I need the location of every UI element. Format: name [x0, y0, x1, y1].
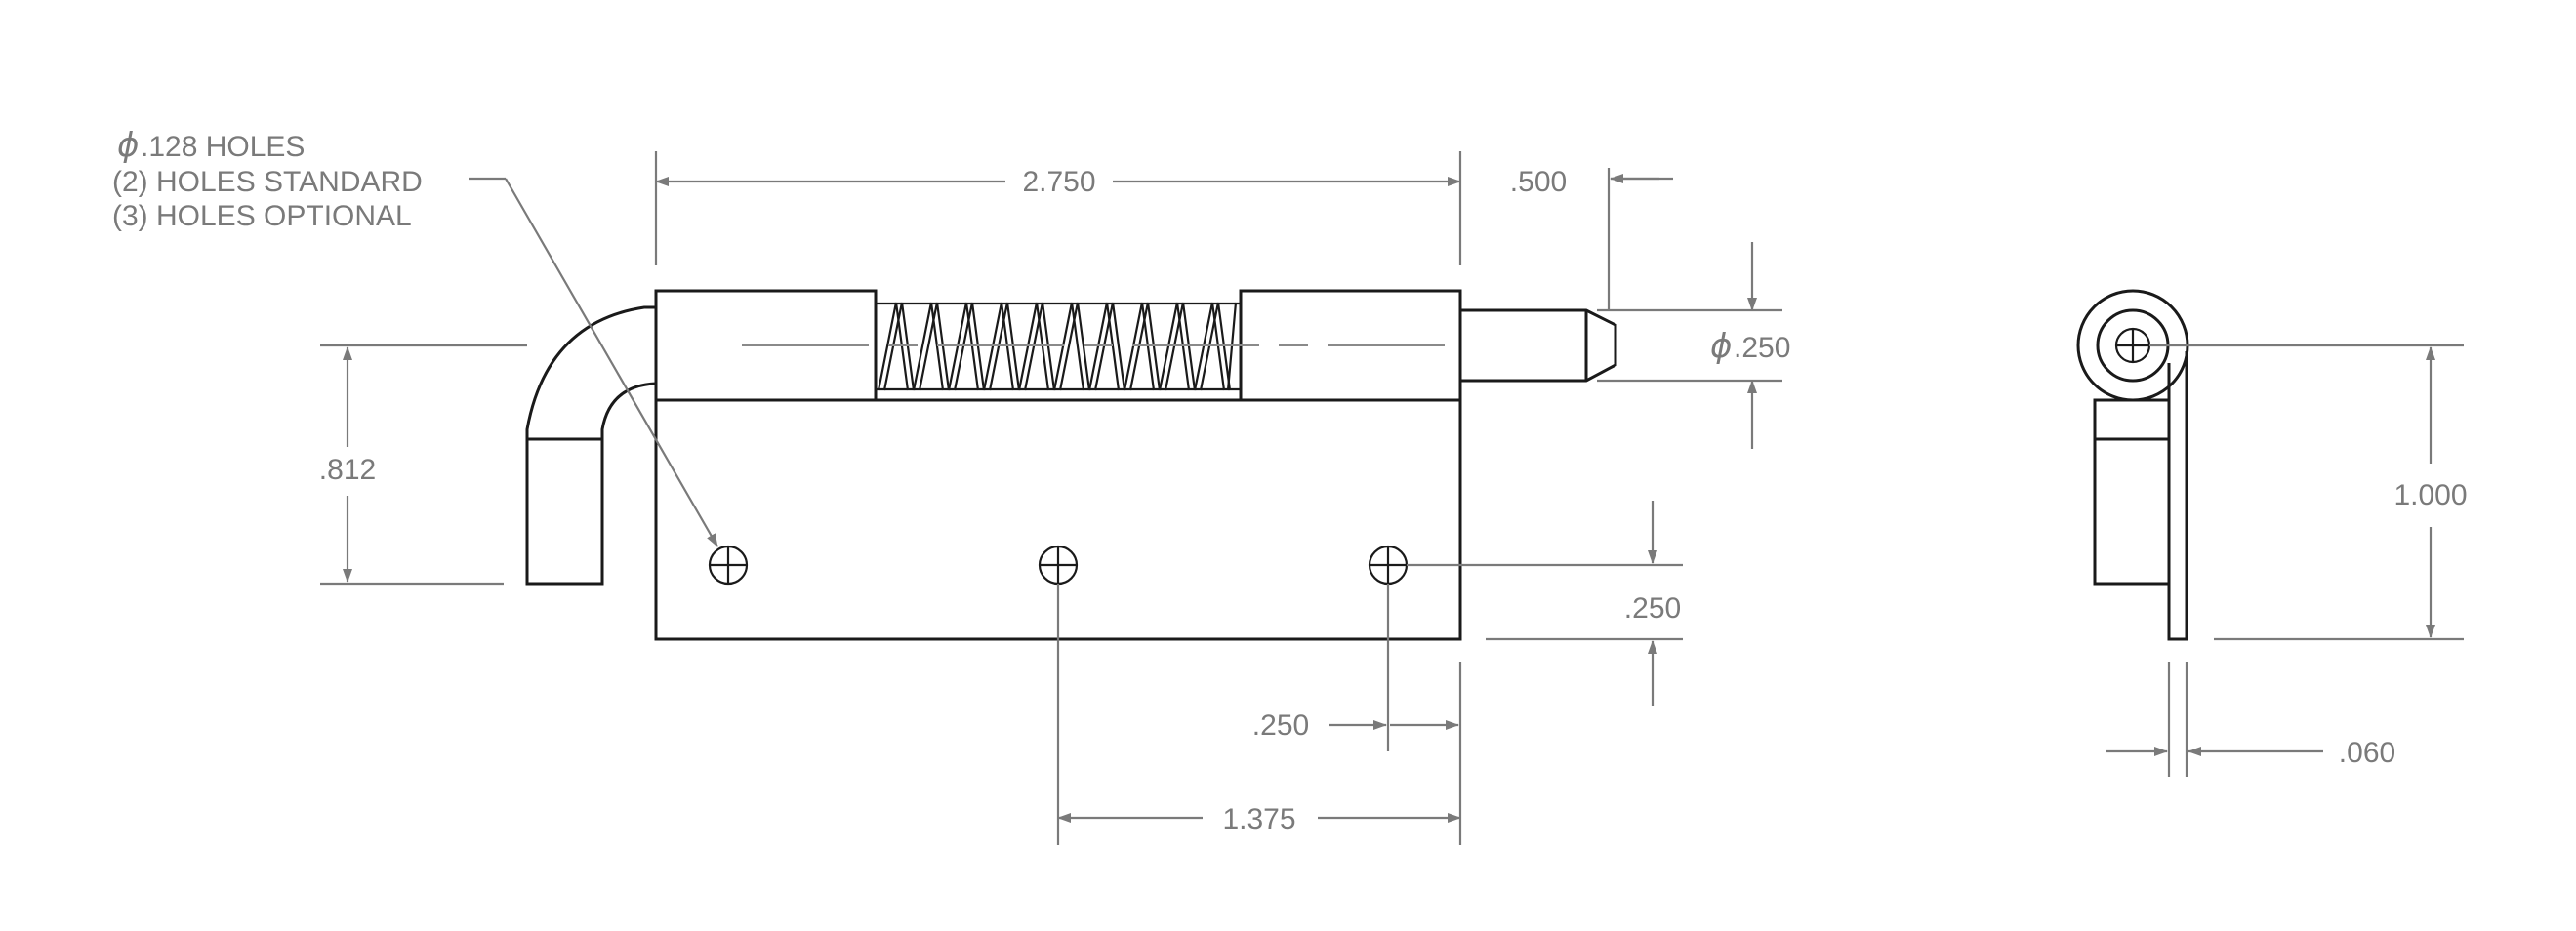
dim-pin-extension: .500 — [1510, 166, 1567, 198]
side-view — [2076, 289, 2189, 641]
mounting-hole-3 — [1368, 545, 1409, 586]
dim-hole-end-offset: .250 — [1252, 709, 1309, 742]
dim-side-height: 1.000 — [2393, 479, 2467, 511]
front-view-dimensions: 2.750 .500 ϕ .250 .812 .250 .250 — [319, 151, 1790, 845]
note-line-3: (3) HOLES OPTIONAL — [112, 200, 412, 232]
latch-pin — [1460, 308, 1617, 383]
hole-note: ϕ .128 HOLES (2) HOLES STANDARD (3) HOLE… — [112, 126, 718, 547]
note-line-2: (2) HOLES STANDARD — [112, 166, 423, 198]
dim-pin-diameter-symbol: ϕ — [1710, 327, 1732, 366]
note-diameter-symbol: ϕ — [117, 126, 139, 165]
mounting-hole-1 — [708, 545, 749, 586]
left-barrel-housing — [654, 289, 878, 402]
side-view-dimensions: 1.000 .060 — [2106, 344, 2468, 777]
dim-hole-spacing: 1.375 — [1222, 803, 1295, 835]
dim-overall-length: 2.750 — [1022, 166, 1095, 198]
dim-thickness: .060 — [2339, 737, 2395, 769]
mounting-hole-2 — [1038, 545, 1079, 586]
side-handle — [2093, 398, 2171, 586]
side-hole — [2114, 327, 2151, 364]
dim-handle-height: .812 — [319, 454, 376, 486]
pin-handle — [525, 305, 657, 586]
dim-hole-edge-offset: .250 — [1624, 592, 1681, 625]
dim-pin-diameter: .250 — [1734, 332, 1790, 364]
front-view — [320, 289, 1617, 641]
note-line-1: .128 HOLES — [141, 131, 305, 163]
